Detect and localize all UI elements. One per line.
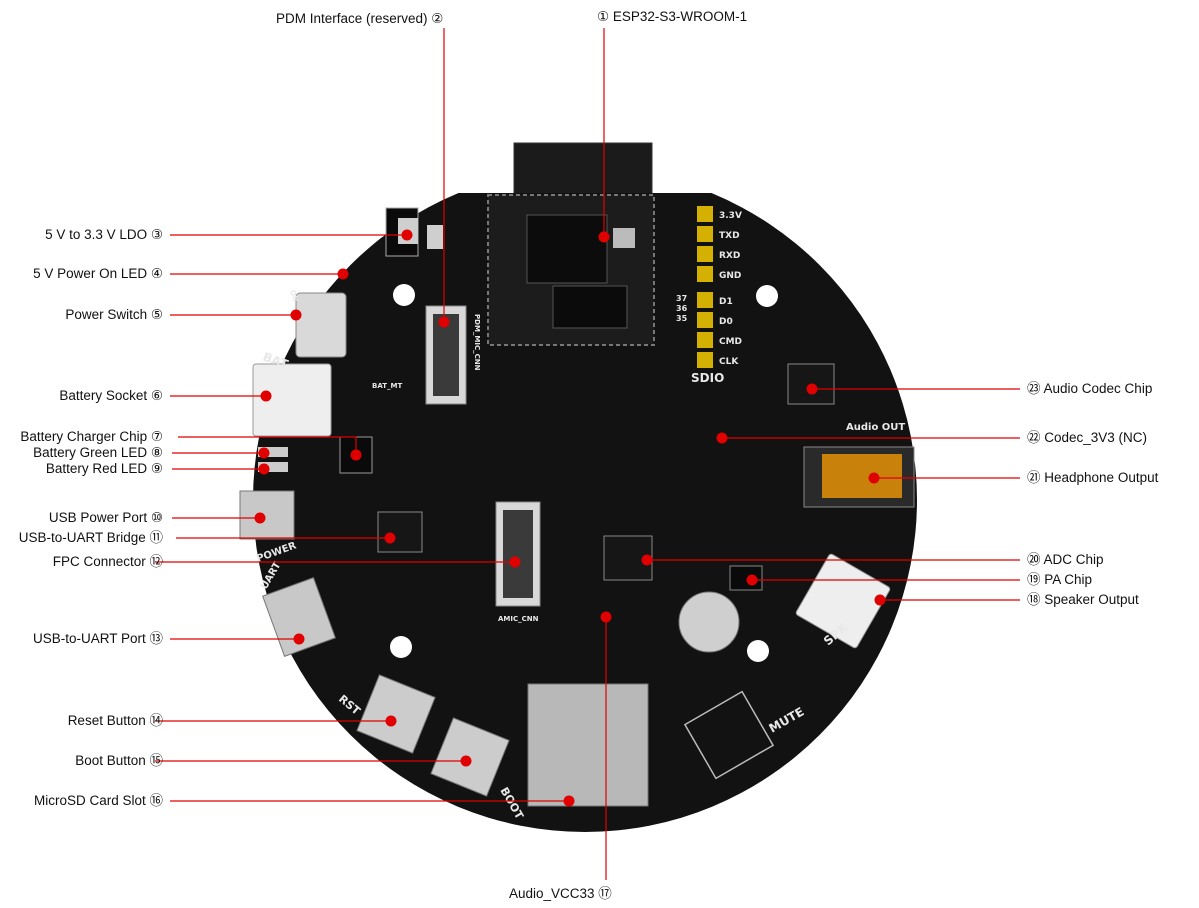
- callout-audio-vcc: Audio_VCC33 ⑰: [509, 886, 612, 901]
- marker-audio-vcc: [600, 611, 612, 623]
- marker-ldo: [401, 229, 413, 241]
- callout-codec-chip: ㉓ Audio Codec Chip: [1027, 381, 1153, 396]
- mounting-hole: [756, 285, 778, 307]
- callout-green-led: Battery Green LED ⑧: [33, 445, 163, 460]
- marker-pdm: [438, 316, 450, 328]
- mounting-hole: [393, 284, 415, 306]
- boot-button-body: [430, 717, 510, 797]
- electrolytic-capacitor: [678, 591, 740, 653]
- pa-chip: [729, 565, 763, 591]
- marker-headphone: [868, 472, 880, 484]
- callout-usb-power: USB Power Port ⑩: [48, 510, 163, 525]
- marker-speaker: [874, 594, 886, 606]
- callout-headphone: ㉑ Headphone Output: [1027, 470, 1159, 485]
- microsd-slot-body: [527, 683, 649, 807]
- marker-reset: [385, 715, 397, 727]
- esp32-chip: [526, 214, 608, 284]
- callout-red-led: Battery Red LED ⑨: [45, 461, 163, 476]
- silk-header-rxd: RXD: [719, 251, 740, 261]
- silk-header-d0: D0: [719, 317, 733, 327]
- silk-on: ON: [288, 289, 300, 303]
- silk-header-txd: TXD: [719, 231, 740, 241]
- callout-adc: ⑳ ADC Chip: [1027, 552, 1104, 567]
- leader-line-charger: [178, 436, 357, 455]
- usb-power-connector: [239, 490, 295, 540]
- uart-port-connector: [262, 577, 336, 657]
- mounting-hole: [747, 640, 769, 662]
- uart-bridge-chip: [377, 511, 423, 553]
- callout-ldo: 5 V to 3.3 V LDO ③: [45, 227, 163, 242]
- marker-codec-3v3: [716, 432, 728, 444]
- flash-chip: [552, 285, 628, 329]
- marker-power-switch: [290, 309, 302, 321]
- callout-power-switch: Power Switch ⑤: [65, 307, 163, 322]
- silk-header-cmd: CMD: [719, 337, 742, 347]
- callout-reset: Reset Button ⑭: [67, 713, 163, 728]
- marker-pa: [746, 574, 758, 586]
- callout-power-led: 5 V Power On LED ④: [33, 266, 163, 281]
- marker-microsd: [563, 795, 575, 807]
- mounting-hole: [390, 636, 412, 658]
- marker-red-led: [258, 463, 270, 475]
- marker-fpc: [509, 556, 521, 568]
- marker-battery-socket: [260, 390, 272, 402]
- callout-microsd: MicroSD Card Slot ⑯: [33, 793, 163, 808]
- silk-header-clk: CLK: [719, 357, 739, 367]
- silk-bat-mt: BAT_MT: [372, 382, 402, 390]
- header-top-pads: [697, 206, 713, 282]
- callout-battery-socket: Battery Socket ⑥: [59, 388, 163, 403]
- silk-audio-out-text: Audio OUT: [846, 422, 905, 433]
- silk-header-d1: D1: [719, 297, 733, 307]
- header-bottom-pads: [697, 292, 713, 368]
- marker-green-led: [258, 447, 270, 459]
- marker-charger: [350, 449, 362, 461]
- callout-fpc: FPC Connector ⑫: [52, 554, 163, 569]
- marker-esp32: [598, 231, 610, 243]
- callout-codec-3v3: ㉒ Codec_3V3 (NC): [1027, 430, 1148, 445]
- callout-uart-port: USB-to-UART Port ⑬: [32, 631, 163, 646]
- marker-uart-bridge: [384, 532, 396, 544]
- reset-button-body: [356, 674, 436, 754]
- led-red: [258, 462, 288, 472]
- battery-socket-body: [252, 363, 332, 437]
- silk-sdio: SDIO: [691, 371, 724, 385]
- marker-codec-chip: [806, 383, 818, 395]
- callout-uart-bridge: USB-to-UART Bridge ⑪: [18, 530, 163, 545]
- silk-pin-35: 35: [676, 314, 688, 323]
- led-green: [258, 447, 288, 457]
- callout-boot: Boot Button ⑮: [75, 753, 163, 768]
- callout-pa: ⑲ PA Chip: [1027, 572, 1093, 587]
- marker-boot: [460, 755, 472, 767]
- silk-pin-37: 37: [676, 294, 687, 303]
- callout-speaker: ⑱ Speaker Output: [1027, 592, 1139, 607]
- silk-header-gnd: GND: [719, 271, 741, 281]
- silk-amic-cnn: AMIC_CNN: [498, 615, 539, 623]
- marker-power-led: [337, 268, 349, 280]
- marker-usb-power: [254, 512, 266, 524]
- marker-adc: [641, 554, 653, 566]
- callout-charger: Battery Charger Chip ⑦: [20, 429, 163, 444]
- callout-pdm: PDM Interface (reserved) ②: [276, 11, 444, 26]
- callout-esp32: ① ESP32-S3-WROOM-1: [597, 9, 748, 24]
- silk-pin-36: 36: [676, 304, 688, 313]
- marker-uart-port: [293, 633, 305, 645]
- silk-header-3v3: 3.3V: [719, 211, 742, 221]
- power-switch-body: [295, 292, 347, 358]
- crystal: [613, 228, 635, 248]
- mute-pad: [683, 690, 775, 780]
- speaker-connector-body: [795, 553, 891, 649]
- silk-pdm-mic-cnn: PDM_MIC_CNN: [473, 314, 481, 371]
